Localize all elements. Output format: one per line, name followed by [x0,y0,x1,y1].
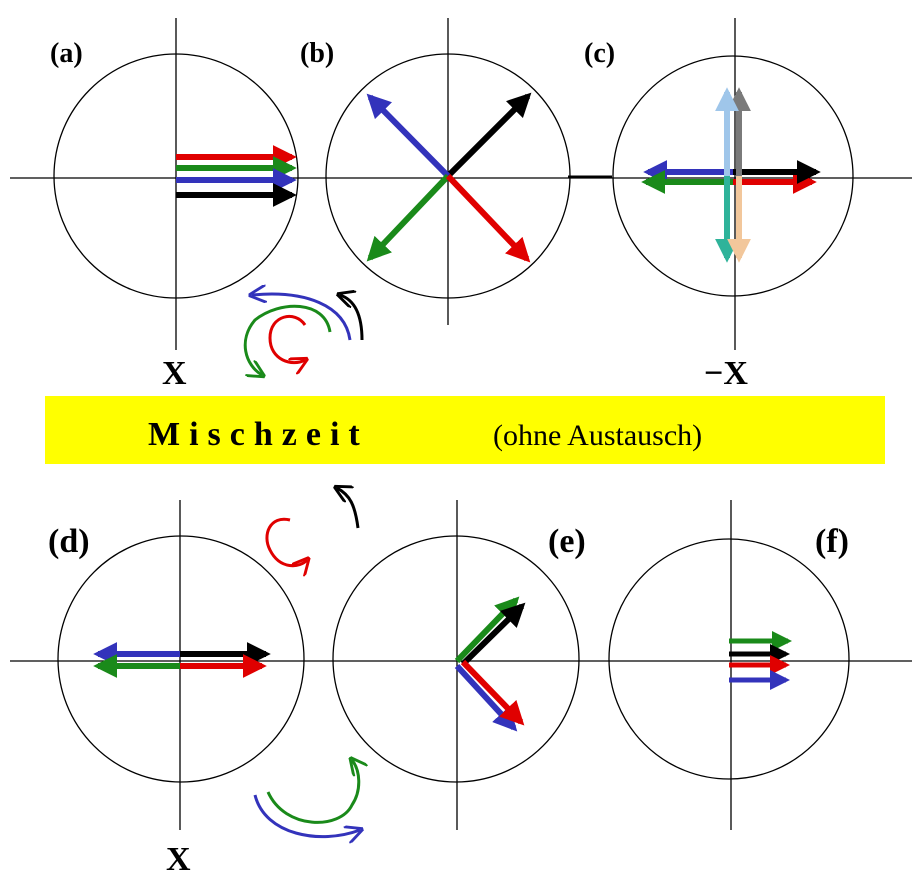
rotation-arrow-blue [252,294,352,341]
circle-e [332,535,580,783]
panel-label-d: (d) [48,523,90,560]
panel-d-vectors [93,642,271,678]
panel-b-vectors [366,92,532,263]
rotation-arrow-red [265,517,307,566]
circle-c [612,55,854,297]
banner-title: Mischzeit [148,416,369,453]
banner-note: (ohne Austausch) [493,419,702,452]
vector-blue [366,93,451,179]
panel-a-vectors [176,145,297,207]
rotation-arrow-red [268,315,305,362]
vector-black [445,92,532,179]
panel-label-e: (e) [548,523,586,560]
axis-label-x-bottom-left: X [166,841,191,878]
rotation-arrow-black [337,488,360,529]
panel-label-f: (f) [815,523,849,560]
vector-black [460,602,526,667]
panel-e-vectors [454,596,526,732]
rotation-arrow-green [266,760,359,824]
vector-green [454,596,520,664]
panel-label-c: (c) [584,38,615,69]
circle-f [608,538,850,780]
banner-background [45,396,885,464]
circle-b [325,53,571,299]
vector-green [366,173,451,262]
rotation-arrows-bottom [253,760,360,837]
axis-label-minus-x-top-right: −X [704,355,748,392]
rotation-arrows-top [243,294,364,375]
rotation-arrow-green [243,304,332,375]
axis-label-x-top-left: X [162,355,187,392]
top-axes [10,18,912,350]
circle-d [57,535,305,783]
rotation-arrow-blue [253,794,360,837]
vector-red [445,173,531,263]
vector-red [460,659,525,726]
panel-c-vectors [641,87,821,263]
circle-a [53,53,299,299]
rotation-arrows-middle [265,488,360,566]
panel-label-b: (b) [300,38,334,69]
vector-blue [454,663,518,732]
panel-label-a: (a) [50,38,83,69]
rotation-arrow-black [340,295,364,341]
panel-f-vectors [729,631,792,690]
